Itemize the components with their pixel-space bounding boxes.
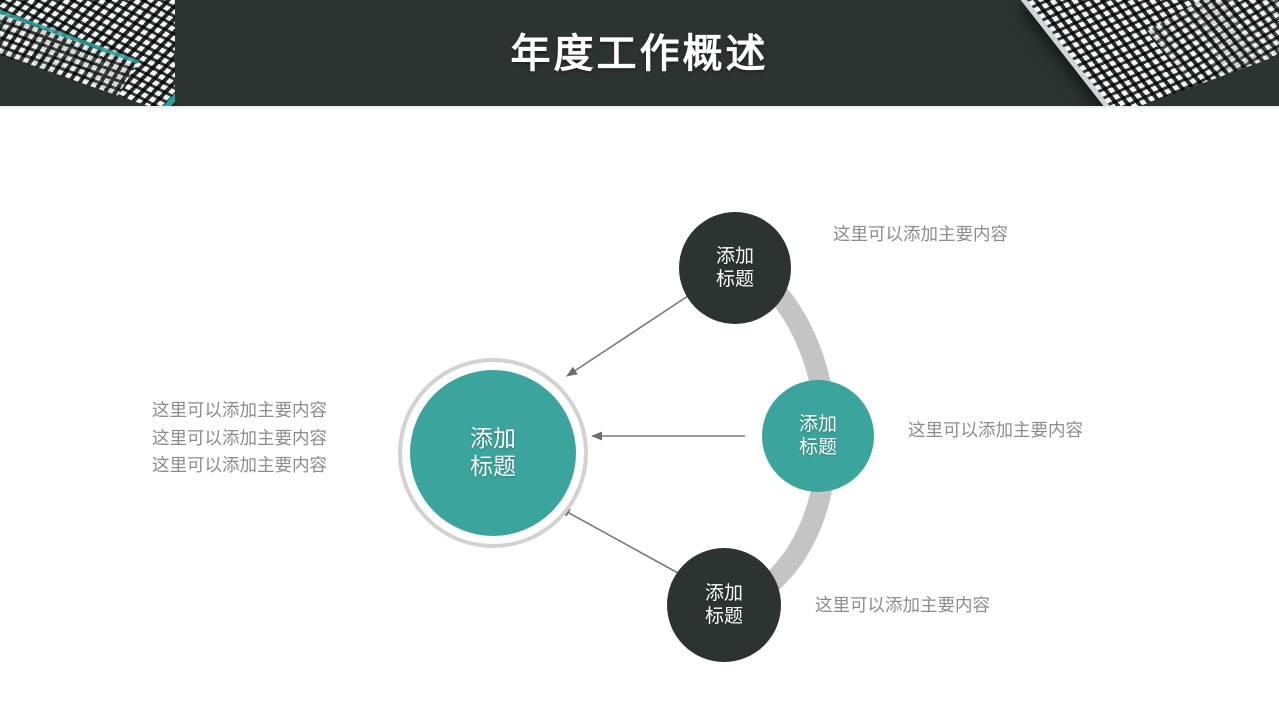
- header-underline: [0, 106, 1279, 108]
- note-left: 这里可以添加主要内容 这里可以添加主要内容 这里可以添加主要内容: [152, 398, 327, 481]
- note-left-line2: 这里可以添加主要内容: [152, 428, 327, 449]
- node-top-label-line2: 标题: [715, 268, 754, 290]
- diagram-area: 添加 标题 添加 标题 添加 标题 添加 标题 这里可以添加主要内容 这里可以添…: [0, 108, 1279, 720]
- arrow-top-to-main: [566, 289, 698, 377]
- note-left-line1: 这里可以添加主要内容: [152, 401, 327, 421]
- node-bottom[interactable]: 添加 标题: [667, 548, 781, 662]
- node-main[interactable]: 添加 标题: [410, 370, 576, 536]
- note-right: 这里可以添加主要内容: [908, 421, 1083, 441]
- note-left-line3: 这里可以添加主要内容: [152, 456, 327, 477]
- node-top-label-line1: 添加: [715, 244, 754, 267]
- node-right-label-line1: 添加: [798, 412, 837, 435]
- node-right-label-line2: 标题: [798, 436, 837, 458]
- arrow-bottom-to-main: [559, 507, 688, 579]
- slide-header: 年度工作概述: [0, 0, 1279, 108]
- node-bottom-label-line2: 标题: [704, 605, 743, 627]
- node-top[interactable]: 添加 标题: [679, 212, 791, 324]
- node-main-label-line1: 添加: [470, 425, 516, 452]
- note-bottom: 这里可以添加主要内容: [815, 596, 990, 616]
- node-right[interactable]: 添加 标题: [762, 380, 874, 492]
- page-title: 年度工作概述: [510, 31, 769, 77]
- note-top: 这里可以添加主要内容: [833, 225, 1008, 245]
- node-bottom-label-line1: 添加: [704, 581, 743, 604]
- node-main-label-line2: 标题: [470, 454, 516, 480]
